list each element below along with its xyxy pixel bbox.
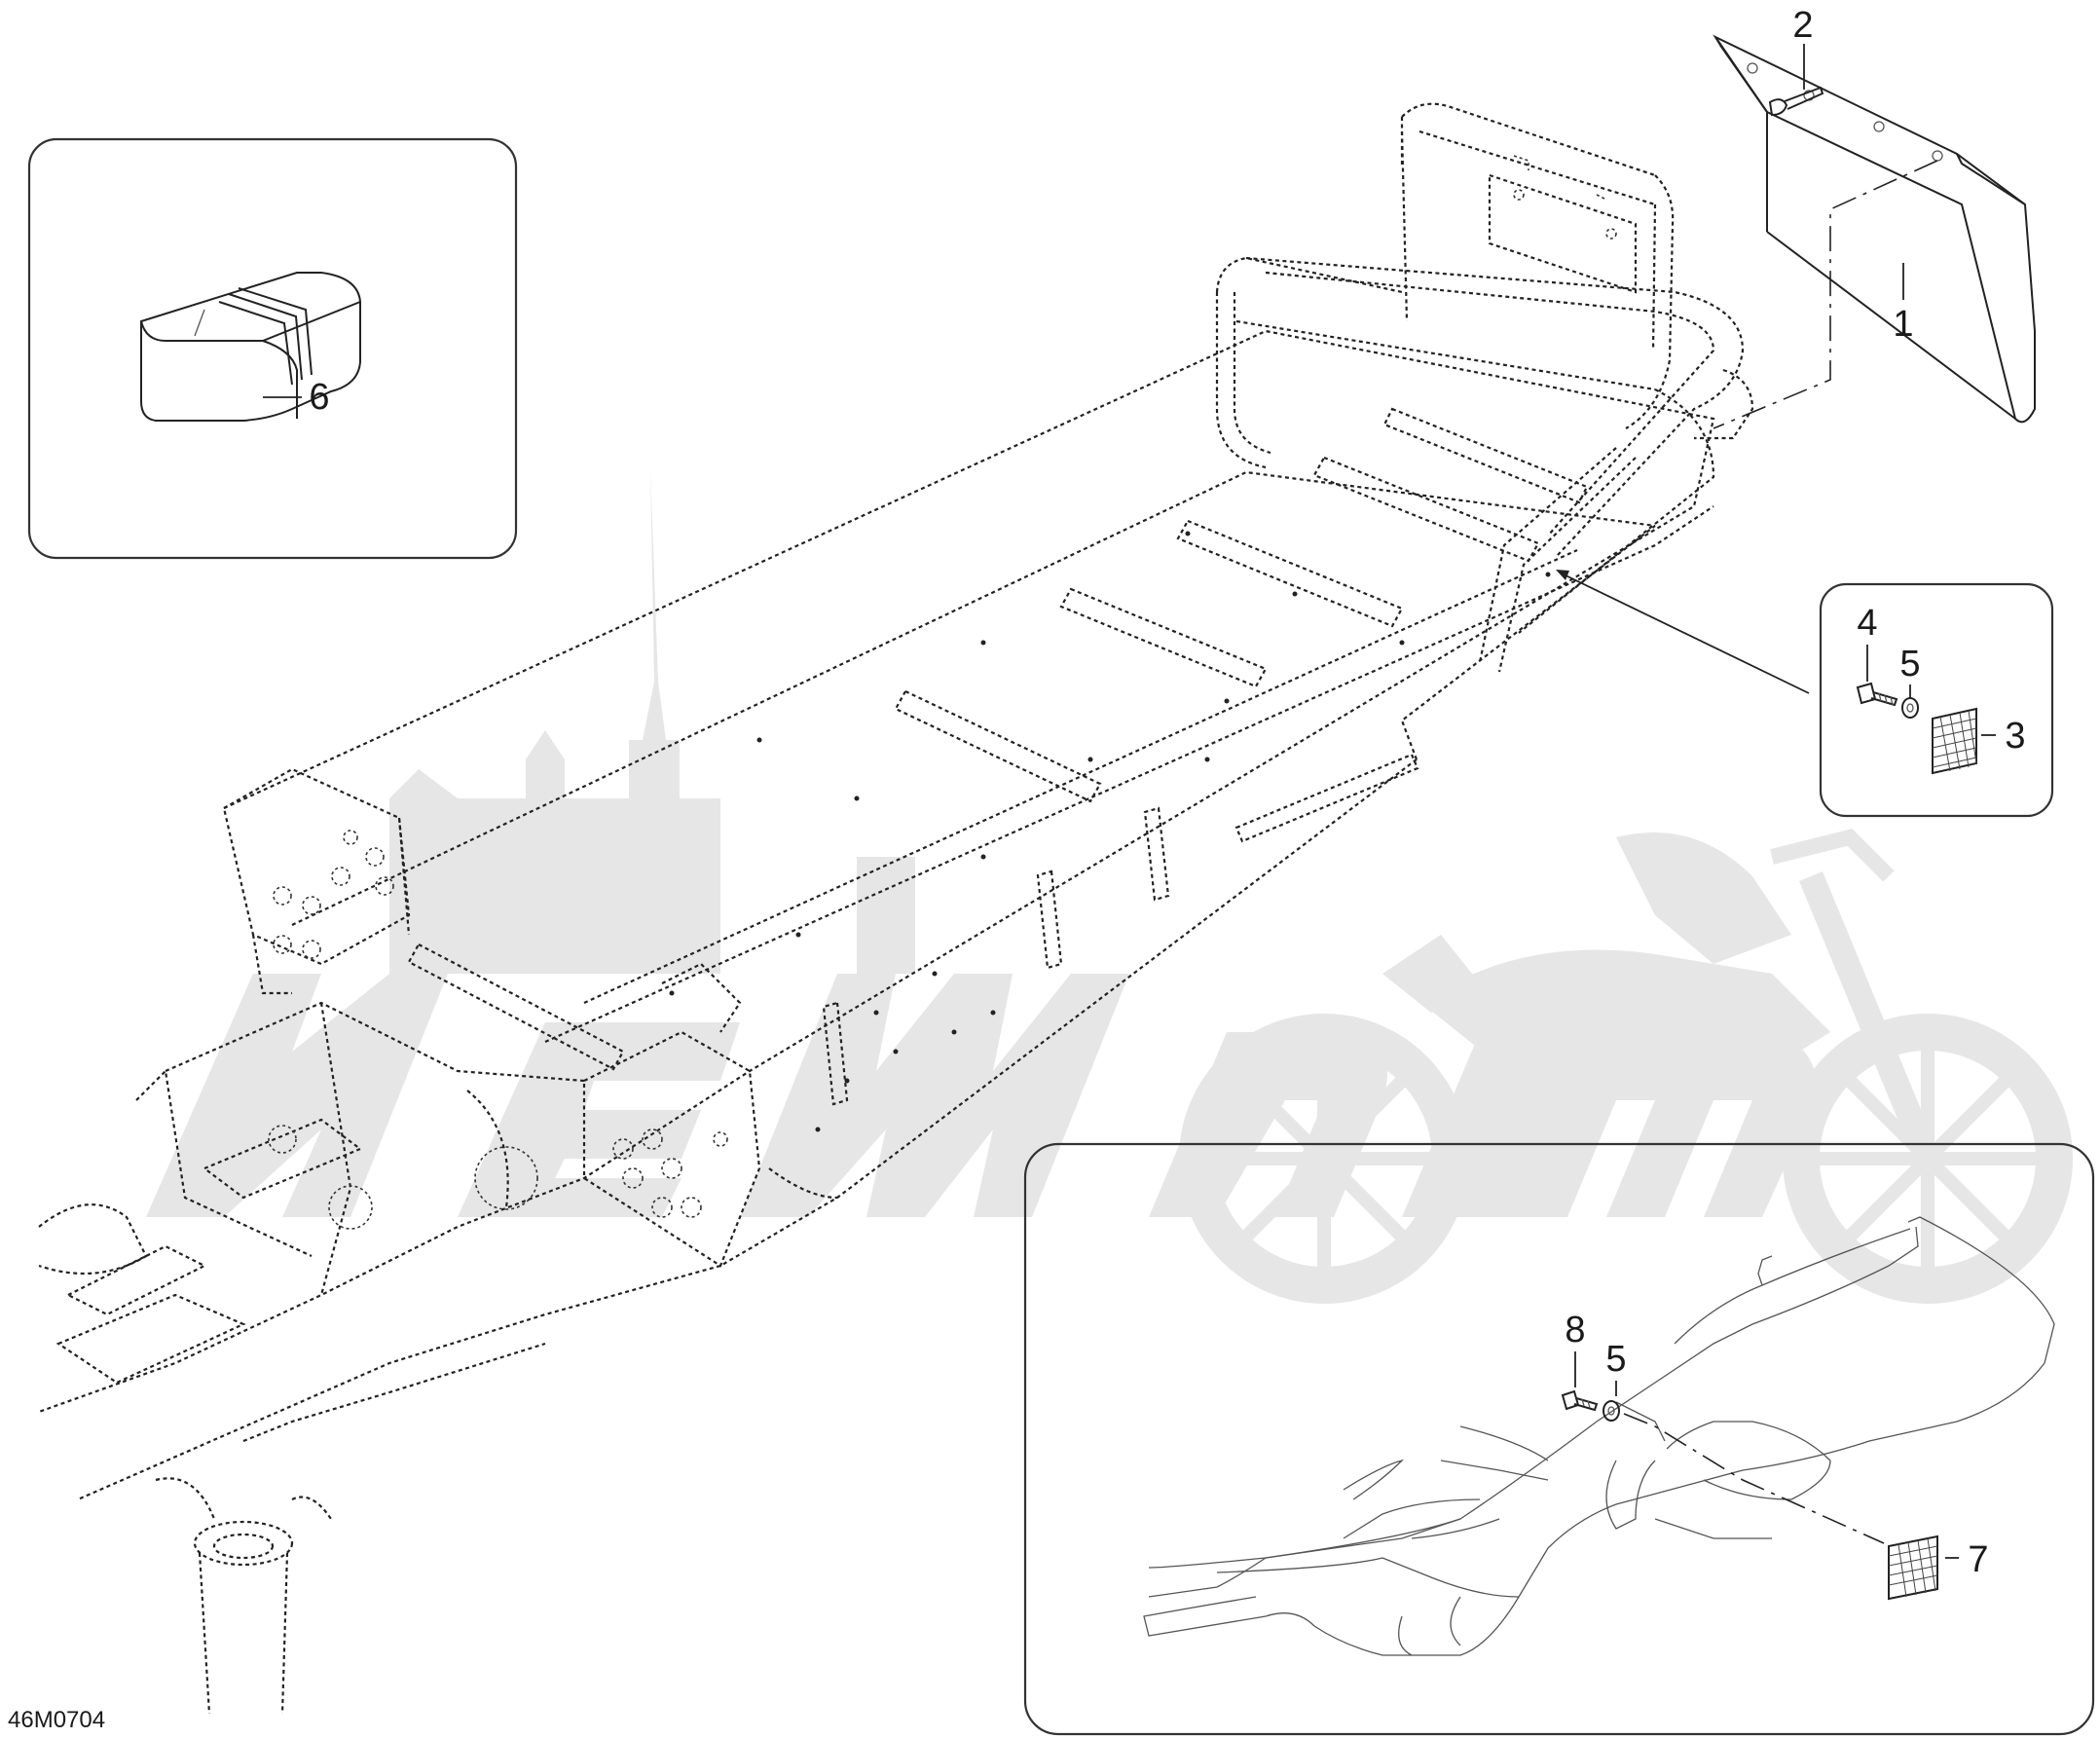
- tunnel-rivets: [669, 531, 1551, 1132]
- callout-4: 4: [1857, 603, 1877, 644]
- rear-frame-tunnel: [38, 329, 1715, 1715]
- screw-part: [1856, 682, 1898, 707]
- inset-tool-bag: 6: [27, 137, 518, 560]
- motorcycle-watermark-icon: [1179, 829, 2073, 1304]
- front-lower-structure: [38, 1001, 585, 1715]
- tunnel-slots: [407, 407, 1589, 1106]
- tool-bag-part: [140, 272, 361, 422]
- mid-bracket: [582, 962, 761, 1268]
- callout-3: 3: [2005, 716, 2025, 757]
- washer-part-2: [1603, 1400, 1620, 1422]
- snow-flap: [1713, 34, 2036, 429]
- callout-1: 1: [1893, 304, 1913, 345]
- ski-part: [1143, 1216, 2055, 1656]
- callout-6: 6: [309, 377, 329, 418]
- rear-bumper-rack: [1215, 102, 1754, 673]
- reflector-part: [1932, 707, 1977, 775]
- callout-8: 8: [1565, 1310, 1585, 1350]
- front-bulkhead: [222, 767, 411, 995]
- reflector-part-2: [1888, 1535, 1938, 1601]
- callout-2: 2: [1792, 5, 1813, 46]
- city-skyline-watermark-icon: [389, 467, 915, 974]
- inset-reflector-kit: 4 5 3: [1819, 582, 2054, 818]
- watermark: [146, 467, 2073, 1304]
- rivet-part: [1768, 44, 1824, 117]
- callout-5-ski: 5: [1605, 1339, 1626, 1380]
- screw-part-2: [1561, 1389, 1599, 1412]
- callout-7: 7: [1968, 1539, 1988, 1580]
- reflector-location-arrow: [1556, 570, 1810, 694]
- washer-part: [1901, 697, 1919, 719]
- diagram-code: 46M0704: [8, 1707, 105, 1733]
- inset-ski-reflector: 7 8 5: [1023, 1142, 2095, 1736]
- callout-5-kit: 5: [1899, 644, 1920, 684]
